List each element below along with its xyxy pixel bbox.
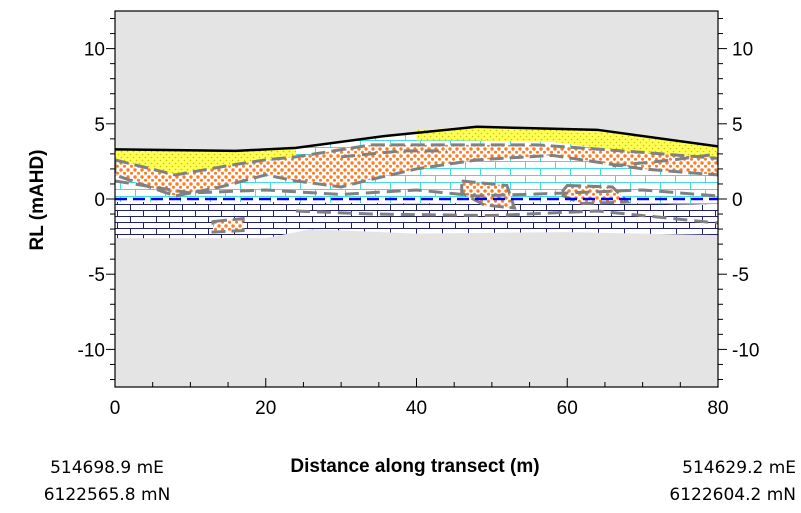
x-tick-label: 0 — [110, 398, 121, 419]
y-axis-title: RL (mAHD) — [27, 150, 48, 251]
y-tick-label-left: -10 — [78, 340, 105, 361]
y-tick-label-right: -5 — [732, 265, 749, 286]
y-tick-label-right: 0 — [732, 190, 743, 211]
left-northing: 6122565.8 mN — [43, 485, 171, 505]
right-easting: 514629.2 mE — [682, 458, 796, 478]
x-tick-label: 20 — [255, 398, 276, 419]
y-tick-label-left: 0 — [94, 190, 105, 211]
bedrock-layer — [115, 202, 718, 239]
left-easting: 514698.9 mE — [50, 458, 164, 478]
y-tick-label-right: -10 — [732, 340, 759, 361]
sand-layer — [115, 147, 296, 175]
gravel-lens — [115, 143, 718, 198]
x-tick-label: 60 — [557, 398, 578, 419]
layer-boundary — [115, 179, 718, 198]
y-tick-label-left: -5 — [88, 265, 105, 286]
right-coordinates: 514629.2 mE 6122604.2 mN — [606, 455, 796, 509]
right-northing: 6122604.2 mN — [669, 485, 796, 505]
x-axis-title: Distance along transect (m) — [290, 456, 539, 477]
x-tick-label: 40 — [406, 398, 427, 419]
y-tick-label-right: 10 — [732, 40, 753, 61]
layer-boundary — [340, 149, 447, 159]
layer-boundary — [612, 152, 718, 168]
gravel-lens — [460, 179, 517, 210]
layer-group — [115, 125, 718, 239]
left-coordinates: 514698.9 mE 6122565.8 mN — [12, 455, 202, 509]
ground-surface-line — [115, 125, 718, 153]
x-tick-label: 80 — [707, 398, 728, 419]
gravel-lens — [211, 216, 245, 234]
axes: 0 20 40 60 80 10 10 5 5 0 0 -5 -5 -10 -10 — [78, 10, 759, 419]
y-tick-label-right: 5 — [732, 115, 743, 136]
y-tick-label-left: 5 — [94, 115, 105, 136]
y-tick-label-left: 10 — [84, 40, 105, 61]
